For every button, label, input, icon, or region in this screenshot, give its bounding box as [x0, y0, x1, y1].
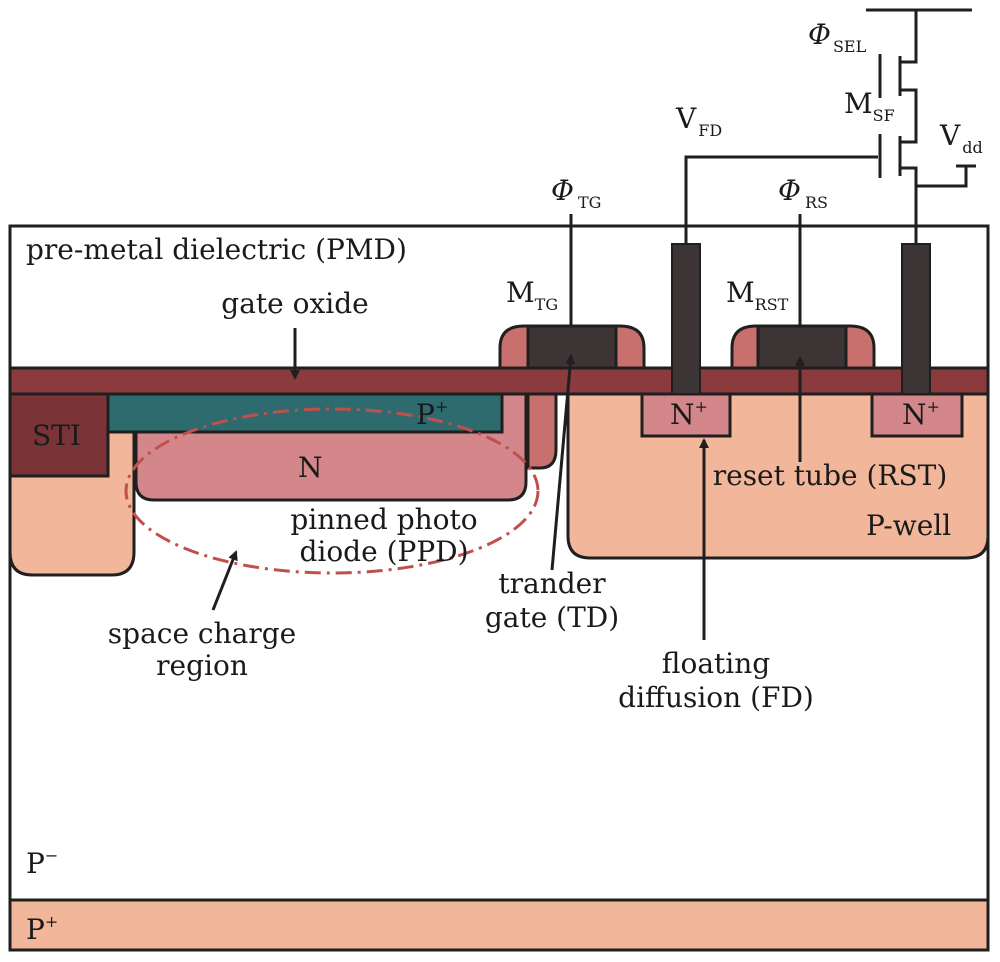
n-plus-right	[870, 392, 964, 438]
v-fd-wire	[684, 155, 878, 244]
sel-lower-lead	[900, 88, 918, 102]
tg-gate-poly	[526, 324, 618, 370]
fd-label-line1: floating	[662, 647, 770, 680]
pmd-label: pre-metal dielectric (PMD)	[26, 233, 407, 266]
p-plus-sub-label: P+	[26, 912, 58, 946]
sf-drain-lead	[900, 102, 918, 144]
gate-oxide-label: gate oxide	[221, 287, 368, 320]
p-plus-pinning-label: P+	[416, 397, 448, 431]
vdd-contact	[901, 243, 931, 395]
m-tg-label: MTG	[506, 276, 558, 314]
space-charge-arrow	[211, 550, 238, 611]
m-sf-label: MSF	[844, 87, 895, 125]
sti-label: STI	[32, 419, 81, 452]
sti-block	[8, 392, 110, 478]
m-rst-label: MRST	[726, 276, 789, 314]
ppd-label-line2: diode (PPD)	[299, 535, 468, 568]
p-well-label: P-well	[866, 509, 951, 542]
sel-upper-lead	[900, 10, 918, 64]
gate-oxide-layer	[8, 366, 990, 396]
tg-left-spacer	[498, 324, 532, 370]
space-charge-boundary	[124, 407, 540, 575]
n-region-label: N	[298, 451, 323, 484]
p-plus-pinning-layer	[106, 392, 504, 434]
n-plus-fd-label: N+	[670, 397, 708, 431]
sf-source-lead	[900, 166, 918, 244]
p-plus-substrate	[8, 898, 990, 952]
ppd-label-line1: pinned photo	[290, 503, 477, 536]
rst-right-spacer	[842, 324, 876, 370]
fd-label-line2: diffusion (FD)	[618, 681, 814, 714]
n-plus-fd	[640, 392, 732, 438]
tg-lower-spacer	[526, 392, 558, 470]
tg-right-spacer	[612, 324, 646, 370]
space-charge-label-line2: region	[156, 649, 248, 682]
tg-label-line2: gate (TD)	[485, 601, 619, 634]
rst-gate-poly	[756, 324, 848, 370]
p-minus-label: P−	[26, 846, 58, 880]
fd-contact	[671, 243, 701, 395]
space-charge-label-line1: space charge	[108, 617, 296, 650]
vdd-branch	[916, 166, 968, 188]
n-plus-right-label: N+	[902, 397, 940, 431]
tg-label-line1: trander	[498, 567, 606, 600]
rst-label: reset tube (RST)	[713, 459, 948, 492]
tg-arrow	[550, 354, 576, 571]
